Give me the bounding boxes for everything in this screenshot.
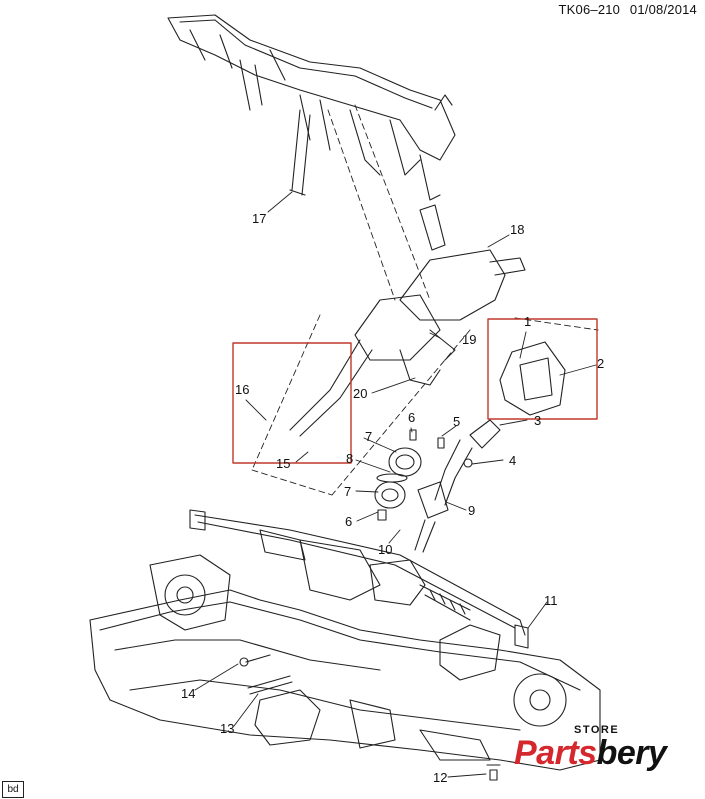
callout-19: 19 (462, 332, 477, 347)
callout-12: 12 (433, 770, 448, 785)
diagram-id: TK06–210 (558, 2, 621, 17)
part-17-brace (267, 109, 311, 213)
diagram-header: TK06–210 01/08/2014 (553, 2, 697, 17)
callout-10: 10 (378, 542, 393, 557)
logo-wordmark: Partsbery (514, 734, 667, 773)
logo-part1: Parts (514, 734, 597, 772)
bearings (374, 429, 473, 521)
diagram-date: 01/08/2014 (629, 2, 697, 17)
callout-8: 8 (346, 451, 354, 466)
leader-lines (194, 234, 597, 778)
callout-11: 11 (544, 593, 558, 608)
callout-17: 17 (252, 211, 267, 226)
corner-tag: bd (2, 781, 24, 798)
callout-20: 20 (353, 386, 368, 401)
partsbery-logo: STORE Partsbery (512, 724, 688, 778)
callout-15: 15 (276, 456, 291, 471)
callout-13: 13 (220, 721, 235, 736)
steering-column (289, 204, 526, 437)
callout-16: 16 (235, 382, 250, 397)
callout-7-top: 7 (365, 429, 373, 444)
logo-part2: bery (596, 734, 667, 772)
callout-2: 2 (597, 356, 605, 371)
callout-1: 1 (524, 314, 532, 329)
callout-4: 4 (509, 453, 517, 468)
column-detail-box (232, 342, 352, 464)
boot-detail-box (487, 318, 598, 420)
steering-rack (189, 509, 529, 649)
callout-9: 9 (468, 503, 476, 518)
callout-7-bottom: 7 (344, 484, 352, 499)
callout-5: 5 (453, 414, 461, 429)
callout-14: 14 (181, 686, 196, 701)
intermediate-shaft (414, 341, 566, 553)
logo-store-text: STORE (574, 724, 620, 736)
subframe (89, 554, 601, 771)
bolts (239, 654, 501, 781)
callout-3: 3 (534, 413, 542, 428)
callout-6-top: 6 (408, 410, 416, 425)
callout-6-bottom: 6 (345, 514, 353, 529)
alignment-lines (251, 104, 599, 496)
cross-car-beam (167, 14, 456, 201)
callout-18: 18 (510, 222, 525, 237)
